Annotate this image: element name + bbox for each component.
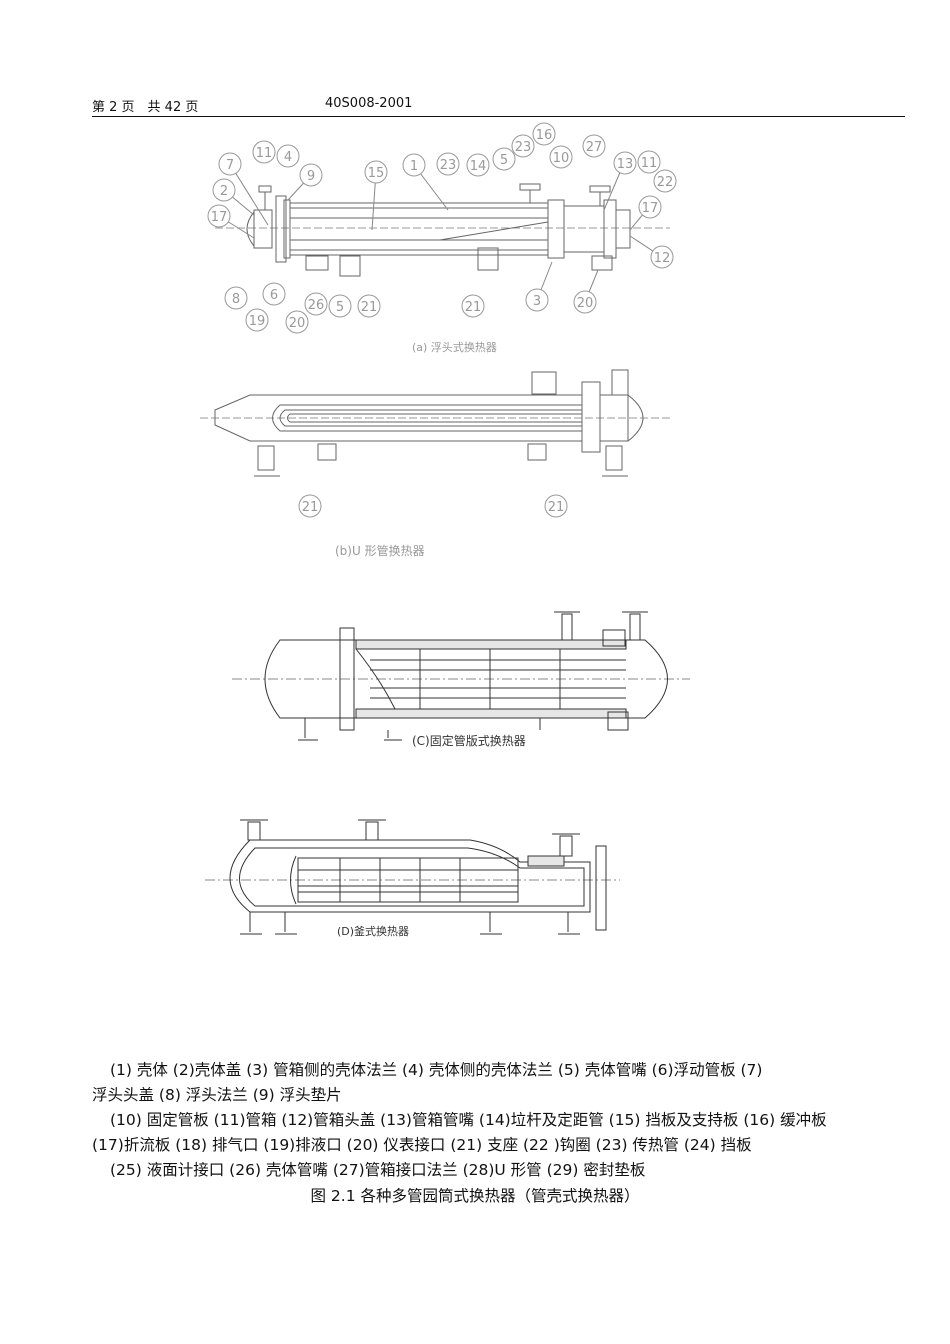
- callout-number: 27: [586, 140, 603, 155]
- callout-a-4: 4: [276, 144, 300, 168]
- callout-a-21: 21: [357, 294, 381, 318]
- callout-number: 7: [226, 158, 234, 173]
- figure-b-u-tube: [200, 369, 670, 477]
- figure-b-label: (b)U 形管换热器: [335, 543, 425, 558]
- document-code: 40S008-2001: [325, 96, 413, 111]
- callout-number: 22: [657, 175, 674, 190]
- callout-a-12: 12: [650, 245, 674, 269]
- legend-line-5: (25) 液面计接口 (26) 壳体管嘴 (27)管箱接口法兰 (28)U 形管…: [110, 1161, 646, 1179]
- callout-b-21: 21: [544, 494, 568, 518]
- callout-a-7: 7: [218, 152, 242, 176]
- callout-number: 16: [536, 128, 553, 143]
- callout-a-21: 21: [461, 294, 485, 318]
- callout-a-22: 22: [653, 169, 677, 193]
- callout-b-21: 21: [298, 494, 322, 518]
- figure-c-fixed-tubesheet: [232, 611, 690, 741]
- callout-number: 4: [284, 150, 292, 165]
- callout-number: 15: [368, 166, 385, 181]
- callout-number: 21: [302, 500, 319, 515]
- callout-a-27: 27: [582, 134, 606, 158]
- callout-number: 23: [515, 140, 532, 155]
- callout-number: 20: [577, 296, 594, 311]
- page-header: 第 2 页 共 42 页 40S008-2001: [92, 96, 905, 117]
- leader-line: [229, 163, 269, 226]
- figure-a-floating-head: [215, 183, 670, 277]
- callout-a-19: 19: [245, 308, 269, 332]
- figure-c-label: (C)固定管版式换热器: [412, 733, 526, 748]
- callout-a-16: 16: [532, 122, 556, 146]
- callout-number: 21: [361, 300, 378, 315]
- callout-number: 20: [289, 316, 306, 331]
- callout-number: 13: [617, 157, 634, 172]
- callout-number: 26: [308, 298, 325, 313]
- callout-number: 9: [307, 169, 315, 184]
- callout-number: 3: [533, 294, 541, 309]
- callout-a-17: 17: [638, 195, 662, 219]
- callout-a-5: 5: [492, 147, 516, 171]
- callout-number: 2: [220, 184, 228, 199]
- callout-number: 19: [249, 314, 266, 329]
- callout-number: 11: [256, 146, 273, 161]
- callout-a-6: 6: [262, 282, 286, 306]
- callout-a-11: 11: [252, 140, 276, 164]
- figure-d-label: (D)釜式换热器: [337, 924, 409, 938]
- parts-legend: (1) 壳体 (2)壳体盖 (3) 管箱侧的壳体法兰 (4) 壳体侧的壳体法兰 …: [92, 1058, 872, 1183]
- callout-a-10: 10: [549, 145, 573, 169]
- legend-line-3: (10) 固定管板 (11)管箱 (12)管箱头盖 (13)管箱管嘴 (14)垃…: [110, 1111, 827, 1129]
- callout-number: 1: [410, 159, 418, 174]
- callout-number: 17: [642, 201, 659, 216]
- callout-number: 12: [654, 251, 671, 266]
- callout-a-2: 2: [212, 178, 236, 202]
- callout-a-13: 13: [613, 151, 637, 175]
- callout-number: 17: [211, 210, 228, 225]
- callout-a-9: 9: [299, 163, 323, 187]
- callout-number: 8: [232, 292, 240, 307]
- figure-d-kettle: [205, 819, 620, 935]
- callout-number: 23: [440, 158, 457, 173]
- callout-number: 6: [270, 288, 278, 303]
- callout-number: 14: [470, 159, 487, 174]
- callout-number: 21: [465, 300, 482, 315]
- figure-a-label: (a) 浮头式换热器: [412, 340, 497, 354]
- callout-a-23: 23: [511, 134, 535, 158]
- callout-a-26: 26: [304, 292, 328, 316]
- callout-number: 11: [641, 156, 658, 171]
- callout-a-14: 14: [466, 153, 490, 177]
- legend-line-4: (17)折流板 (18) 排气口 (19)排液口 (20) 仪表接口 (21) …: [92, 1136, 752, 1154]
- callout-a-11: 11: [637, 150, 661, 174]
- callout-a-17: 17: [207, 204, 231, 228]
- callout-a-3: 3: [525, 288, 549, 312]
- legend-line-1: (1) 壳体 (2)壳体盖 (3) 管箱侧的壳体法兰 (4) 壳体侧的壳体法兰 …: [110, 1061, 763, 1079]
- callout-a-8: 8: [224, 286, 248, 310]
- figure-caption: 图 2.1 各种多管园筒式换热器（管壳式换热器）: [310, 1187, 640, 1205]
- callout-number: 10: [553, 151, 570, 166]
- callout-number: 5: [500, 153, 508, 168]
- callout-a-20: 20: [285, 310, 309, 334]
- callout-number: 5: [336, 300, 344, 315]
- callout-a-20: 20: [573, 290, 597, 314]
- callout-number: 21: [548, 500, 565, 515]
- callout-a-15: 15: [364, 160, 388, 184]
- callout-a-23: 23: [436, 152, 460, 176]
- callout-a-5: 5: [328, 294, 352, 318]
- callout-a-1: 1: [402, 153, 426, 177]
- legend-line-2: 浮头头盖 (8) 浮头法兰 (9) 浮头垫片: [92, 1086, 342, 1104]
- page-number: 第 2 页 共 42 页: [92, 100, 199, 115]
